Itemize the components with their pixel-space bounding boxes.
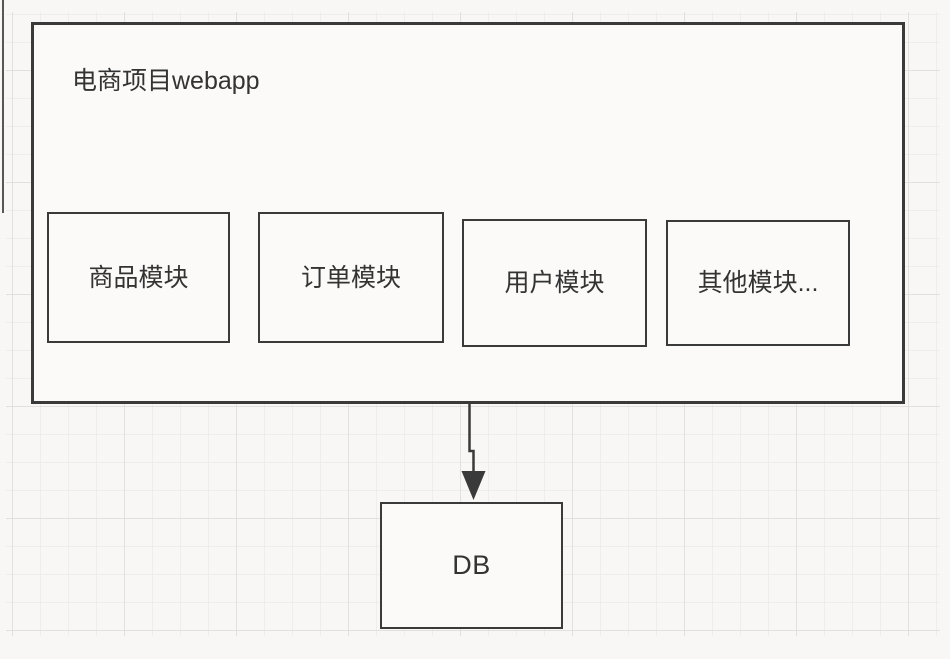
module-node-product[interactable]: 商品模块 [47,212,230,343]
webapp-container-label: 电商项目webapp [72,67,260,95]
module-node-user[interactable]: 用户模块 [462,219,647,347]
webapp-container-node[interactable]: 电商项目webapp 商品模块 订单模块 用户模块 其他模块... [31,22,905,404]
module-node-order[interactable]: 订单模块 [258,212,444,343]
module-label: 用户模块 [504,269,605,297]
module-label: 订单模块 [300,263,401,292]
module-node-other[interactable]: 其他模块... [666,220,850,346]
canvas-edge-line [2,0,4,213]
module-label: 商品模块 [88,263,189,292]
db-label: DB [452,550,491,581]
db-node[interactable]: DB [380,502,563,629]
module-label: 其他模块... [697,269,819,297]
